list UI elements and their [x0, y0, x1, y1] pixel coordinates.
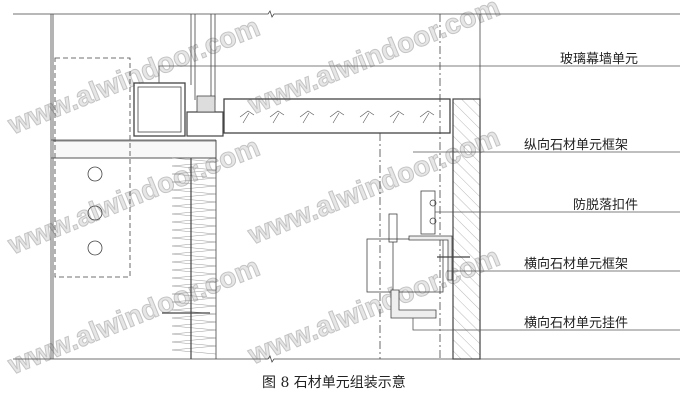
insulation	[171, 157, 217, 355]
bottom-break-line	[13, 355, 680, 363]
bolt-hole	[87, 205, 103, 221]
horizontal-frame	[366, 238, 444, 293]
bolt-hole	[87, 166, 103, 182]
stone-panel	[223, 98, 451, 134]
label-horizontal-hanger: 横向石材单元挂件	[524, 316, 629, 331]
embed-plate	[54, 57, 131, 278]
top-break-line	[13, 10, 680, 18]
label-vertical-frame: 纵向石材单元框架	[524, 138, 629, 153]
hanger	[390, 289, 437, 319]
label-glass-unit: 玻璃幕墙单元	[560, 52, 639, 67]
anti-drop-clip	[420, 190, 436, 235]
stone-wall	[452, 98, 481, 360]
leader-line	[412, 318, 680, 331]
leader-line	[158, 65, 680, 83]
label-anti-drop-clip: 防脱落扣件	[573, 198, 639, 213]
mullion-profile	[133, 82, 186, 137]
figure-caption: 图 8 石材单元组装示意	[262, 375, 406, 391]
bolt-hole	[87, 240, 103, 256]
label-horizontal-frame: 横向石材单元框架	[524, 257, 629, 272]
